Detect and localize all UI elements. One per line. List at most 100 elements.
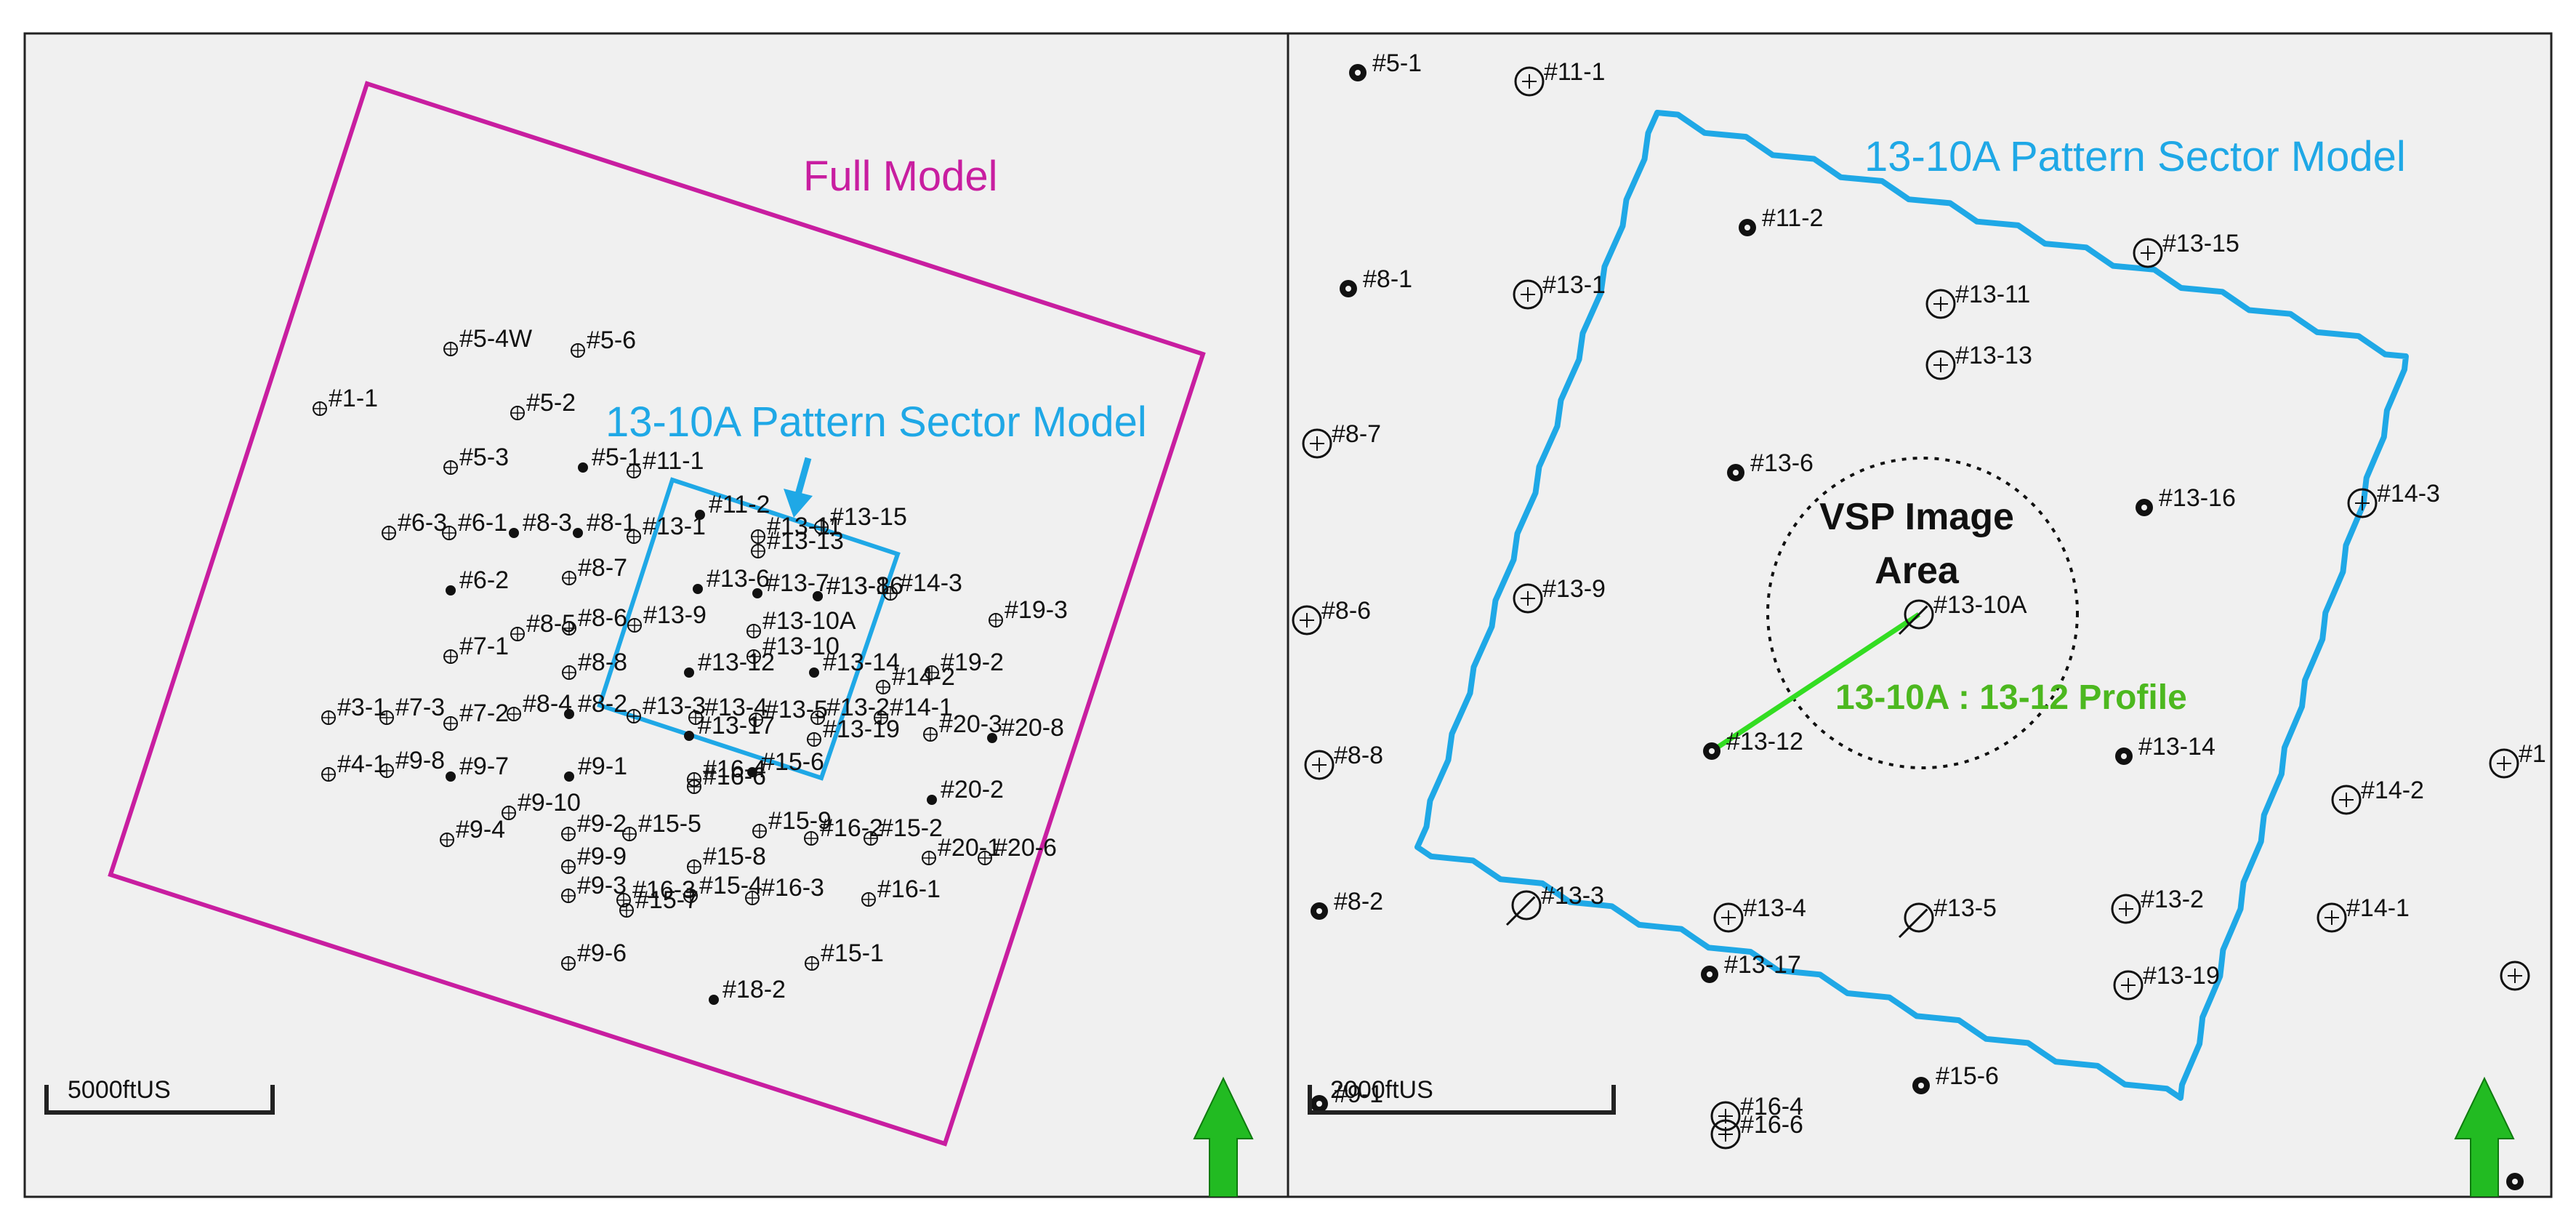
well-marker: #9-1: [1311, 1080, 1383, 1112]
well-label: #11-1: [643, 447, 704, 475]
well-marker: #14-2: [2331, 777, 2424, 815]
well-label: #16-6: [703, 763, 766, 790]
producer-well-icon: [578, 462, 588, 473]
well-label: #13-4: [704, 694, 768, 721]
well-marker: #13-6: [1727, 449, 1814, 481]
well-label: #9-2: [577, 810, 627, 838]
well-marker: #16-6: [1710, 1111, 1803, 1150]
sector-pointer-arrow: [784, 457, 813, 518]
well-label: #13-5: [1933, 894, 1997, 922]
well-label: #8-5: [526, 610, 576, 638]
well-marker: #6-2: [446, 566, 509, 596]
producer-well-core: [1733, 470, 1739, 476]
producer-well-icon: [747, 767, 757, 777]
well-label: #6-2: [459, 566, 509, 594]
producer-well-icon: [927, 795, 937, 805]
well-marker: #15-9: [752, 807, 832, 838]
well-marker: #13-6: [693, 565, 770, 594]
well-marker: #8-3: [509, 509, 572, 538]
injector-well-icon: [1710, 1119, 1741, 1150]
well-label: #8-1: [587, 509, 636, 537]
well-marker: #13-19: [2113, 962, 2220, 1001]
producer-well-icon: [695, 510, 705, 520]
well-label: #14-2: [892, 663, 955, 691]
well-label: #16-6: [1740, 1111, 1803, 1139]
well-marker: #13-9: [1513, 575, 1606, 614]
producer-well-icon: [709, 995, 719, 1005]
producer-well-core: [2121, 753, 2127, 759]
well-label: #13-16: [826, 572, 903, 600]
well-marker: #13-15: [2133, 230, 2239, 268]
producer-well-core: [1316, 1101, 1322, 1107]
well-marker: #13-4: [688, 694, 768, 725]
well-marker: #8-6: [1292, 597, 1371, 635]
well-label: #11-2: [1762, 204, 1823, 232]
well-label: #13-19: [823, 715, 900, 743]
deviated-well-icon: [1511, 890, 1542, 921]
well-marker: #11-2: [1739, 204, 1823, 236]
well-marker: #20-2: [927, 776, 1004, 805]
well-marker: #15-5: [622, 810, 701, 841]
well-label: #19-2: [941, 649, 1004, 676]
right-north-arrow: [2454, 1076, 2515, 1197]
well-label: #11-2: [709, 491, 770, 518]
well-marker: #20-8: [987, 714, 1064, 743]
well-marker: #14-3: [883, 569, 962, 601]
well-marker: #8-1: [1340, 265, 1412, 297]
producer-well-icon: [564, 771, 574, 782]
producer-well-icon: [809, 667, 819, 678]
well-label: #15-5: [638, 810, 701, 838]
well-label: #9-8: [395, 747, 445, 774]
deviated-well-stroke: [1898, 605, 1928, 635]
deviated-well-stroke: [1505, 896, 1536, 926]
well-marker: #8-4: [507, 690, 572, 721]
producer-well-core: [1316, 908, 1322, 914]
well-marker: #20-6: [978, 834, 1057, 865]
well-marker: #16-3: [745, 874, 824, 905]
well-marker: #19-3: [989, 596, 1068, 627]
injector-well-icon: [2500, 961, 2530, 991]
well-marker: #15-6: [1912, 1062, 1999, 1094]
well-label: #13-1: [1542, 271, 1606, 299]
producer-well-core: [1918, 1083, 1924, 1088]
well-label: #13-12: [698, 649, 775, 676]
well-label: #5-4W: [459, 325, 532, 353]
well-label: #13-2: [826, 694, 890, 721]
injector-well-icon: [1713, 902, 1744, 933]
well-marker: [2506, 1173, 2524, 1190]
vsp-label-line2: Area: [1875, 550, 1960, 592]
well-marker: #13-2: [2111, 886, 2204, 924]
well-label: #1: [2519, 740, 2546, 768]
producer-well-core: [2512, 1179, 2518, 1184]
well-label: #9-9: [577, 843, 627, 870]
well-label: #6-1: [458, 509, 507, 537]
well-label: #20-6: [994, 834, 1057, 862]
well-label: #8-7: [578, 554, 627, 582]
well-marker: #15-7: [619, 886, 699, 918]
injector-well-icon: [1925, 289, 1956, 319]
well-marker: #6-3: [382, 509, 447, 540]
well-label: #13-14: [2138, 733, 2215, 761]
producer-well-core: [2141, 505, 2147, 510]
well-label: #13-15: [2162, 230, 2239, 257]
well-label: #7-2: [459, 699, 509, 727]
well-marker: #16-6: [687, 763, 766, 794]
well-label: #5-6: [587, 326, 636, 354]
right-scale-bar: 2000ftUS: [1308, 1076, 1616, 1115]
deviated-well-stroke: [1898, 908, 1928, 939]
deviated-well-icon: [1904, 902, 1934, 933]
well-label: #8-2: [578, 690, 627, 718]
well-label: #13-10A: [1933, 591, 2027, 619]
well-label: #4-1: [337, 750, 387, 778]
injector-well-icon: [1302, 428, 1332, 459]
well-marker: #9-3: [561, 872, 627, 903]
producer-well-icon: [564, 709, 574, 719]
well-marker: #8-8: [1304, 742, 1383, 780]
injector-well-icon: [1514, 66, 1545, 97]
well-label: #13-12: [1726, 728, 1803, 755]
well-label: #13-17: [698, 712, 775, 739]
well-marker: #19-2: [925, 649, 1004, 680]
well-marker: #5-2: [510, 389, 576, 420]
well-marker: #11-1: [1514, 58, 1605, 97]
well-marker: #13-16: [2136, 484, 2236, 516]
